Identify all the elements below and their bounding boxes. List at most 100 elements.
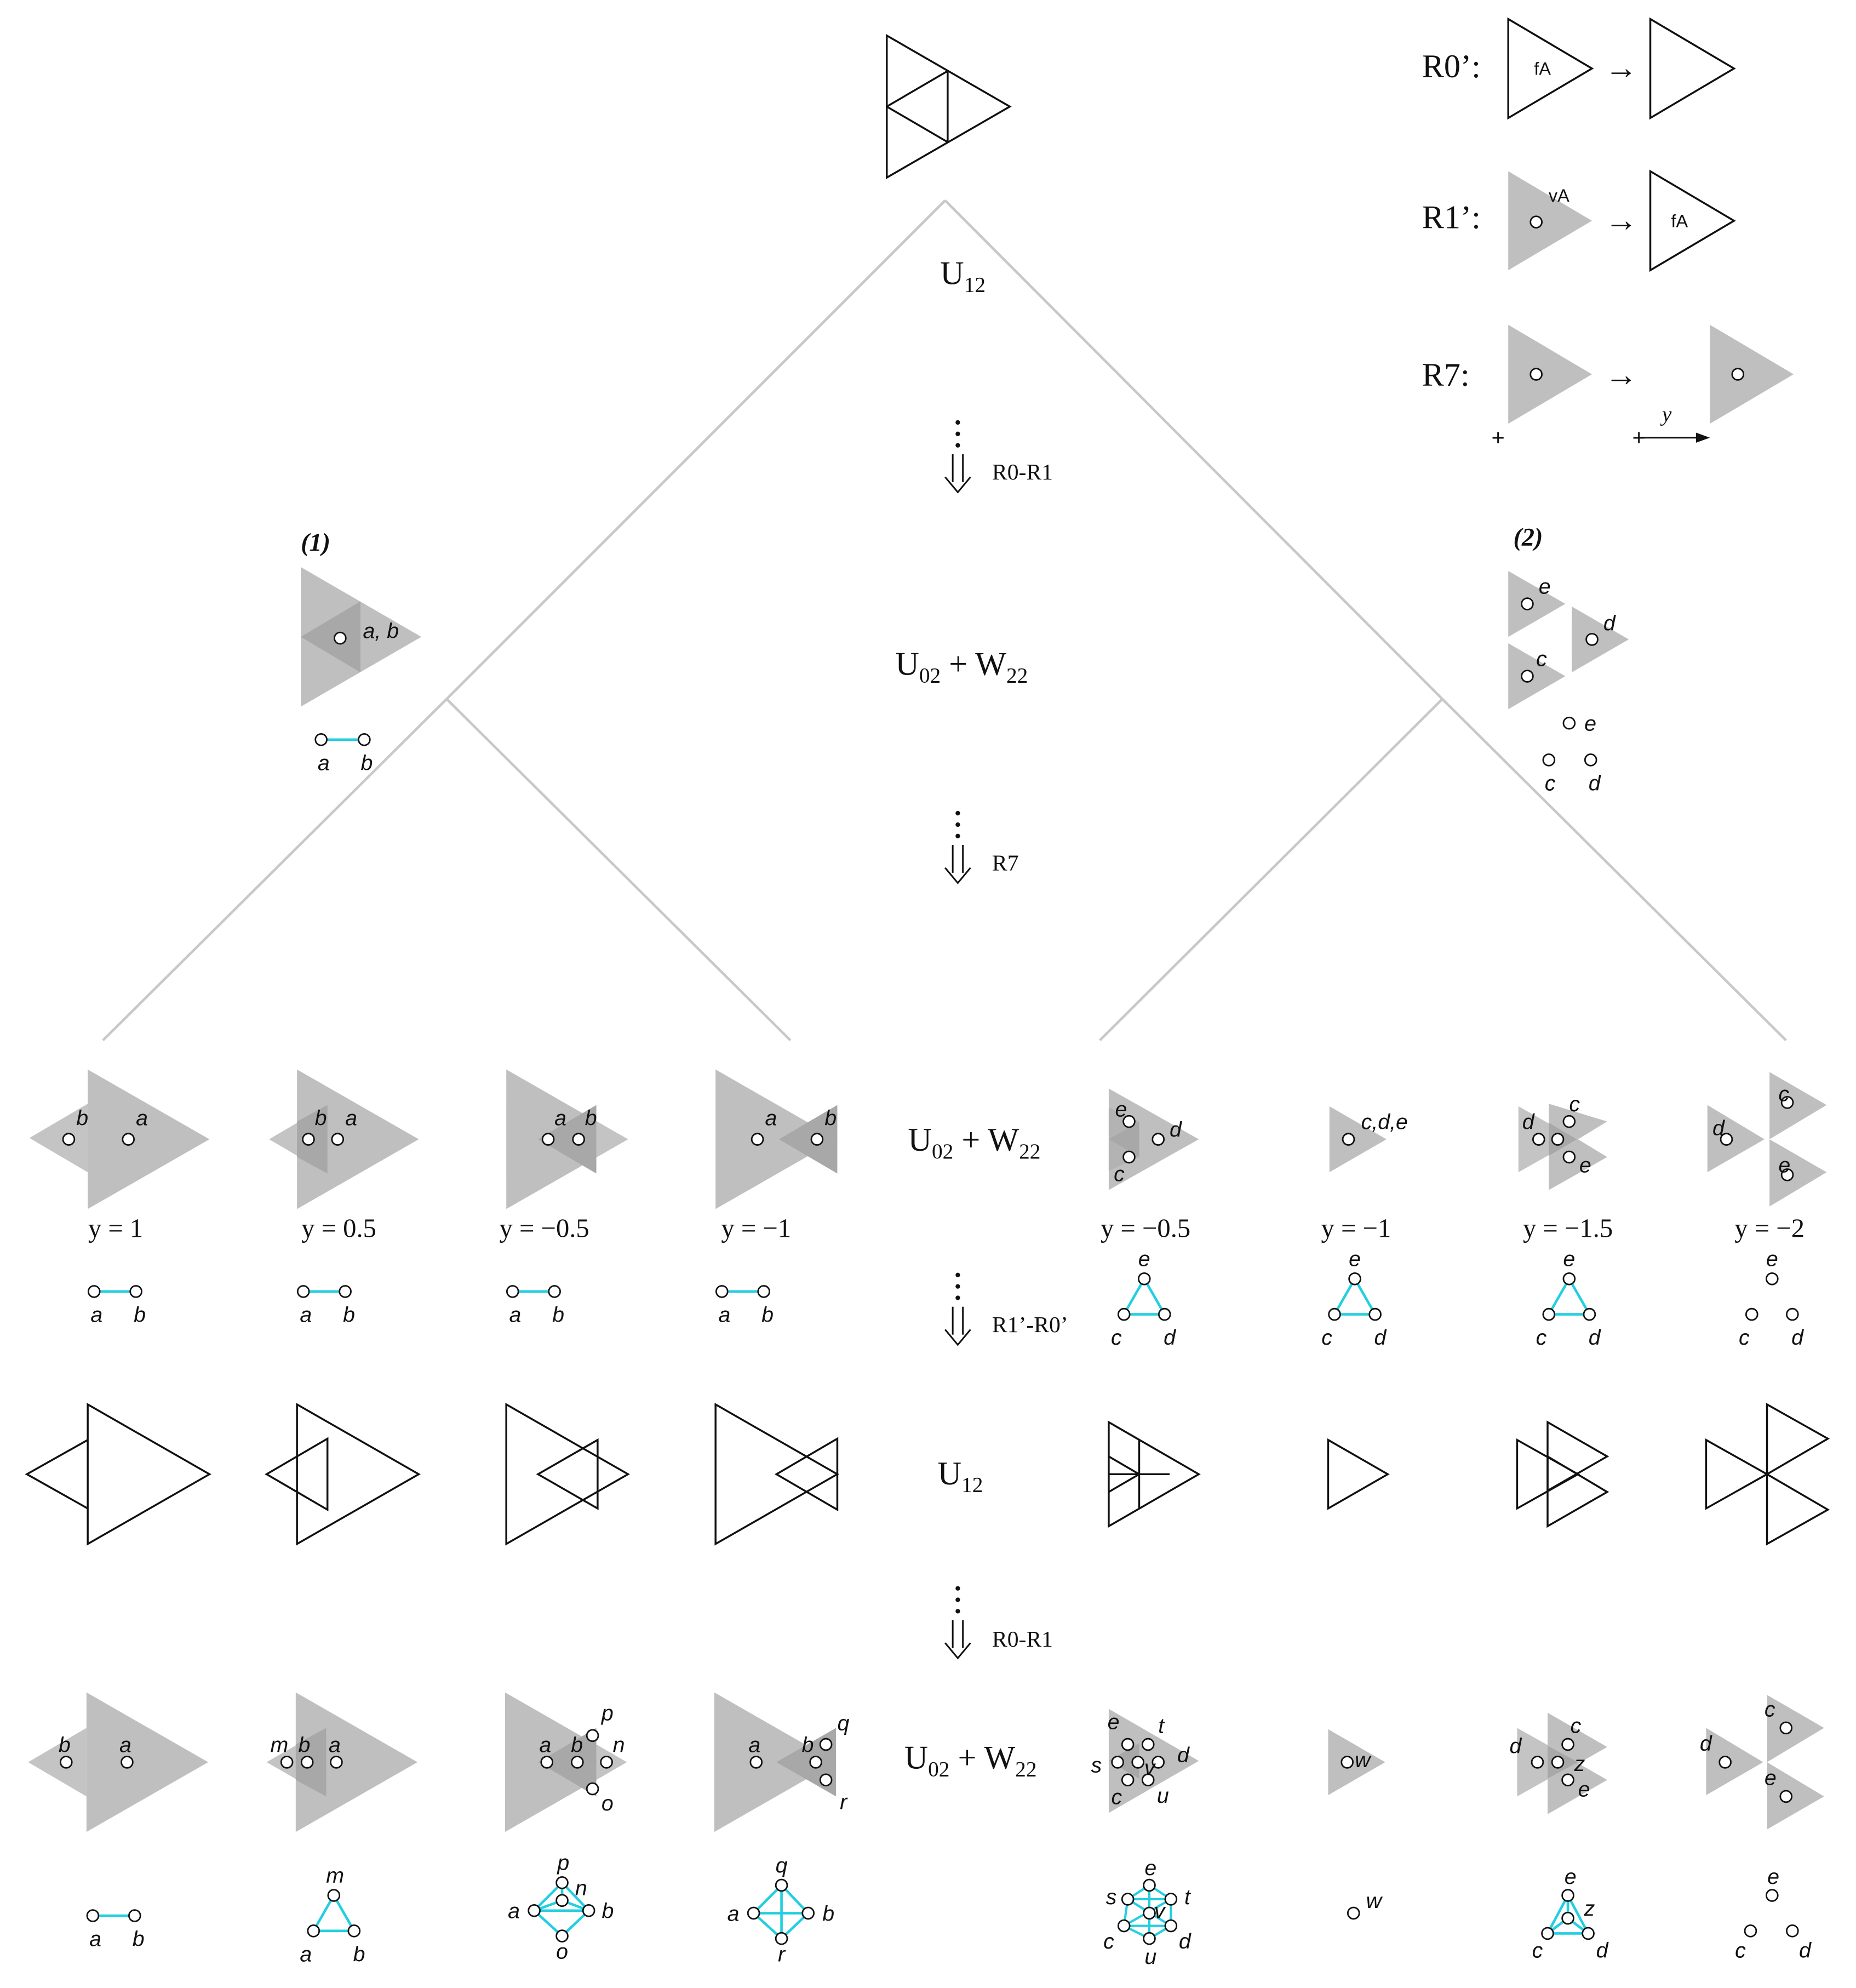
tree-line-top-left <box>445 199 946 700</box>
r3c3-n: n <box>613 1733 625 1757</box>
r3c5-s: s <box>1091 1753 1102 1777</box>
r3c2: m b a <box>266 1692 418 1832</box>
r1g8-c: c <box>1739 1326 1750 1350</box>
r3g3-b: b <box>602 1899 614 1923</box>
case-2-d: d <box>1603 612 1616 636</box>
r3c4-r: r <box>840 1790 848 1814</box>
case-1-graph-b: b <box>361 751 373 775</box>
case-1-label: a, b <box>363 619 399 643</box>
r3g5-u: u <box>1144 1945 1156 1969</box>
r2c5 <box>1108 1420 1201 1528</box>
r3c2-m: m <box>271 1733 289 1757</box>
r2c8 <box>1705 1403 1830 1546</box>
rule-r7-plus-left: + <box>1492 425 1505 450</box>
r3g4-q: q <box>776 1853 788 1877</box>
r3g1-b: b <box>133 1927 145 1951</box>
r3c3-b: b <box>571 1733 583 1757</box>
r3g8-d: d <box>1799 1938 1812 1962</box>
r3c8-c: c <box>1765 1698 1775 1722</box>
r3c4-a: a <box>748 1733 760 1757</box>
case-1-title: (1) <box>301 529 330 557</box>
r1g5-c: c <box>1111 1326 1122 1350</box>
r3g3: p n a b o <box>508 1851 614 1964</box>
r2c4 <box>714 1402 839 1546</box>
r1c2-b: b <box>315 1106 327 1130</box>
r3c5-u: u <box>1157 1784 1169 1808</box>
r1g8-e: e <box>1766 1247 1778 1271</box>
r3c7-z: z <box>1574 1752 1585 1776</box>
r3c6-w: w <box>1355 1748 1372 1772</box>
r3g5-t: t <box>1184 1885 1191 1909</box>
r1g1-b: b <box>134 1303 146 1327</box>
r3g5: e s t v c d u <box>1103 1856 1191 1969</box>
r1c7-c: c <box>1569 1092 1580 1116</box>
r3c7-c: c <box>1571 1714 1582 1738</box>
sub: 22 <box>1006 664 1028 688</box>
sub: 12 <box>961 1473 983 1497</box>
r3c2-a: a <box>329 1733 341 1757</box>
y-labels: y = 1 y = 0.5 y = −0.5 y = −1 y = −0.5 y… <box>88 1213 1805 1243</box>
r1g4-a: a <box>718 1303 730 1327</box>
r1c3-a: a <box>554 1106 566 1130</box>
label-u12-top: U12 <box>940 255 986 297</box>
r2c7 <box>1516 1420 1609 1528</box>
r1g5: e c d <box>1111 1247 1176 1350</box>
rules-panel: R0’: fA → R1’: vA → fA R7: + → + y <box>1422 17 1794 450</box>
rule-r0-label: R0’: <box>1422 48 1481 85</box>
r3c8-e: e <box>1765 1766 1777 1790</box>
case-2-graph-c: c <box>1545 771 1556 795</box>
row1-col6: c,d,e <box>1329 1106 1408 1173</box>
r3g7-d: d <box>1596 1938 1609 1962</box>
r3c1-a: a <box>119 1733 131 1757</box>
r3c4-q: q <box>837 1711 849 1735</box>
r3g2-b: b <box>353 1942 365 1966</box>
r3c7-e: e <box>1578 1777 1590 1801</box>
step2-label: R7 <box>992 850 1019 876</box>
r3g8-c: c <box>1735 1938 1746 1962</box>
y-label-8: y = −2 <box>1734 1213 1805 1243</box>
r3c3-p: p <box>601 1701 614 1725</box>
rule-r7-lhs-vertex <box>1530 368 1543 381</box>
rule-r7-rhs-triangle <box>1710 324 1794 424</box>
y-label-4: y = −1 <box>721 1213 791 1243</box>
rule-r7-arrow: → <box>1605 357 1637 393</box>
r1c7-e: e <box>1579 1153 1591 1177</box>
r3g6: w <box>1347 1889 1383 1920</box>
row1-col2: b a <box>269 1069 419 1209</box>
rule-r1-fa-label: fA <box>1671 211 1688 231</box>
r2c2 <box>265 1402 421 1546</box>
r3g3-n: n <box>575 1876 587 1900</box>
r3c3: a b p n o <box>505 1692 627 1832</box>
top-subdivided-triangle <box>886 33 1012 180</box>
r3c1-b: b <box>59 1733 71 1757</box>
r3c2-b: b <box>298 1733 310 1757</box>
label-u02w22-bottom: U02 + W22 <box>904 1739 1037 1781</box>
r1c8-e: e <box>1778 1153 1790 1177</box>
sub: 02 <box>928 1757 949 1781</box>
r1g5-e: e <box>1138 1247 1150 1271</box>
r3g1-a: a <box>89 1927 101 1951</box>
r3c5-c: c <box>1112 1785 1122 1809</box>
row1-col4: a b <box>715 1069 838 1209</box>
rule-r7-rhs-vertex <box>1731 368 1745 381</box>
r3g8: e c d <box>1735 1865 1812 1962</box>
r3g8-e: e <box>1767 1865 1779 1889</box>
r3c8-d: d <box>1700 1732 1712 1756</box>
r1g7-d: d <box>1589 1326 1601 1350</box>
label-u02w22-mid: U02 + W22 <box>908 1122 1041 1163</box>
row3-shaded: b a m b a a b p n o <box>28 1692 1824 1832</box>
r1g5-d: d <box>1164 1326 1176 1350</box>
rule-r0-arrow: → <box>1605 50 1637 87</box>
r2c3 <box>505 1402 630 1546</box>
step3-label: R1’-R0’ <box>992 1312 1068 1338</box>
